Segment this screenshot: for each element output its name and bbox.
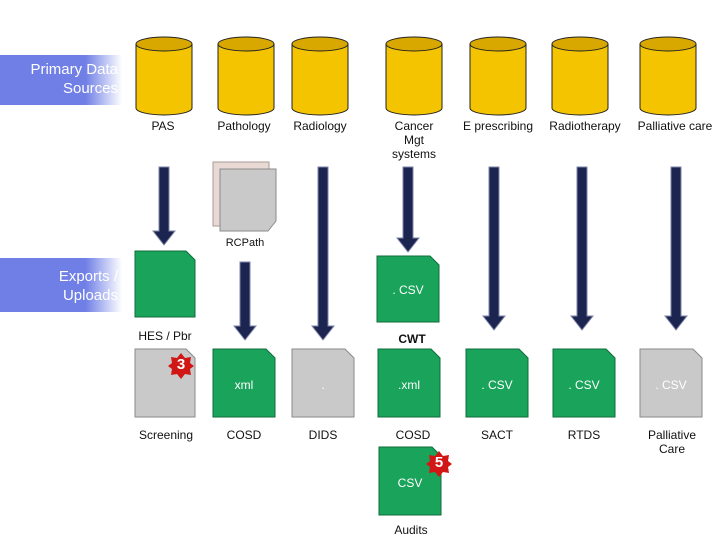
palliative-csv-document: . CSV (639, 348, 703, 418)
cosd-path-label: COSD (226, 428, 262, 442)
arrow-radiology (310, 166, 336, 341)
rcpath-label: RCPath (225, 237, 265, 249)
hes-pbr-label: HES / Pbr (138, 329, 192, 343)
source-label-pathology: Pathology (217, 119, 271, 133)
arrow-pathology (232, 261, 258, 341)
cwt-csv-text: . CSV (392, 283, 424, 297)
source-label-palliative-care: Palliative care (637, 119, 713, 133)
pas-export-document (134, 250, 196, 318)
audits-csv-document: CSV (378, 446, 442, 516)
audits-badge: 5 (426, 451, 452, 477)
audits-csv-text: CSV (397, 476, 423, 490)
cwt-label: CWT (398, 332, 426, 346)
source-label-radiotherapy: Radiotherapy (549, 119, 621, 133)
rtds-label: RTDS (567, 428, 601, 442)
rtds-csv-document: . CSV (552, 348, 616, 418)
cylinder-palliative-care (639, 36, 697, 116)
cylinder-radiology (291, 36, 349, 116)
cylinder-cancer-mgt (385, 36, 443, 116)
cosd-xml-document: .xml (377, 348, 441, 418)
dids-document: . (291, 348, 355, 418)
cylinder-e-prescribing (469, 36, 527, 116)
audits-label: Audits (394, 523, 428, 537)
source-label-cancer-mgt: Cancer Mgt systems (391, 119, 436, 161)
palliative-care-label: Palliative Care (647, 428, 697, 456)
sact-csv-document: . CSV (465, 348, 529, 418)
arrow-e-prescribing (481, 166, 507, 331)
exports-uploads-label: Exports / Uploads (58, 268, 118, 304)
cylinder-radiotherapy (551, 36, 609, 116)
cwt-csv-document: . CSV (376, 255, 440, 323)
cosd-path-xml-document: xml (212, 348, 276, 418)
screening-badge: 3 (168, 353, 194, 379)
arrow-cancer-mgt (395, 166, 421, 253)
audits-badge-number: 5 (434, 454, 444, 471)
cosd-xml-text: .xml (398, 378, 420, 392)
rtds-csv-text: . CSV (568, 378, 600, 392)
arrow-radiotherapy (569, 166, 595, 331)
cosd-label: COSD (395, 428, 431, 442)
source-label-e-prescribing: E prescribing (462, 119, 534, 133)
cylinder-pathology (217, 36, 275, 116)
sact-label: SACT (480, 428, 513, 442)
dids-text: . (321, 378, 325, 392)
arrows (151, 166, 689, 341)
dids-label: DIDS (308, 428, 338, 442)
exports-uploads-banner: Exports / Uploads (0, 258, 122, 312)
rcpath-document-stack (212, 161, 277, 232)
sact-csv-text: . CSV (481, 378, 513, 392)
screening-label: Screening (138, 428, 194, 442)
arrow-pas (151, 166, 177, 246)
primary-data-sources-label: Primary Data Sources (30, 61, 118, 97)
cylinders (135, 36, 697, 116)
primary-data-sources-banner: Primary Data Sources (0, 55, 122, 105)
source-label-pas: PAS (151, 119, 175, 133)
cylinder-pas (135, 36, 193, 116)
arrow-palliative-care (663, 166, 689, 331)
palliative-csv-text: . CSV (655, 378, 687, 392)
source-label-radiology: Radiology (293, 119, 347, 133)
cosd-path-xml-text: xml (234, 378, 254, 392)
screening-badge-number: 3 (176, 356, 186, 373)
